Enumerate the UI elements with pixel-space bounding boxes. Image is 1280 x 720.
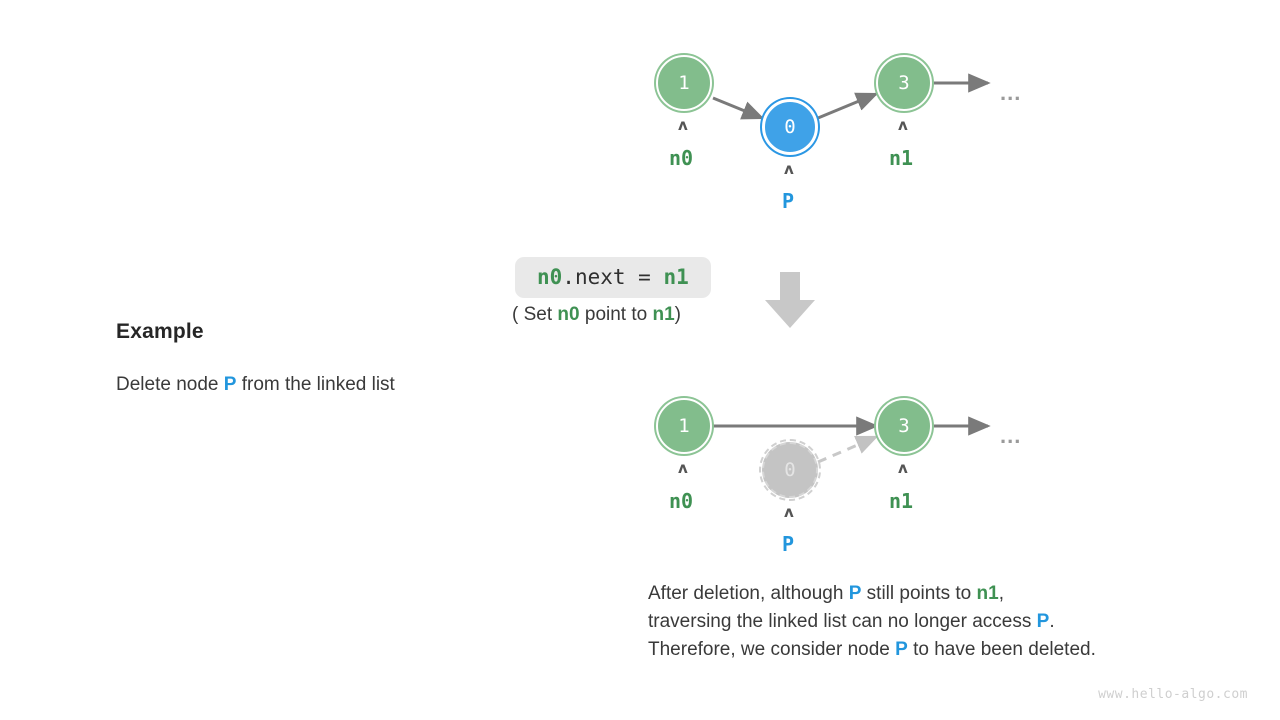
- caret-n1-before: ʌ: [898, 116, 908, 134]
- node-value: 0: [784, 459, 796, 481]
- node-value: 3: [898, 415, 910, 437]
- node-value-3-after[interactable]: 3: [876, 398, 932, 454]
- example-block: Example Delete node P from the linked li…: [116, 320, 536, 396]
- conclusion-line-3: Therefore, we consider node P to have be…: [648, 636, 1096, 664]
- pointer-label-n0-before: n0: [669, 146, 694, 170]
- pointer-label-n0-after: n0: [669, 489, 694, 513]
- code-token-n1: n1: [663, 265, 689, 289]
- line1-b: still points to: [861, 583, 977, 604]
- line1-pointer-p: P: [848, 583, 862, 604]
- caption-open: ( Set: [512, 304, 558, 325]
- node-value: 0: [784, 116, 796, 138]
- line2-b: .: [1049, 611, 1055, 632]
- node-value-0-before[interactable]: 0: [762, 99, 818, 155]
- arrow-p-stale-to-n1: [817, 435, 879, 464]
- pointer-label-n1-after: n1: [889, 489, 914, 513]
- caption-mid: point to: [579, 304, 653, 325]
- watermark: www.hello-algo.com: [1098, 687, 1248, 702]
- deleted-node-dashed-ring: [759, 439, 821, 501]
- arrow-n0-to-p: [712, 96, 765, 120]
- instruction-prefix: Delete node: [116, 374, 224, 395]
- caret-p-before: ʌ: [784, 160, 794, 178]
- caret-p-after: ʌ: [784, 503, 794, 521]
- operation-caption: ( Set n0 point to n1): [512, 304, 681, 326]
- line3-pointer-p: P: [895, 639, 908, 660]
- arrow-p-to-n1: [817, 92, 879, 120]
- code-token-next: .next =: [562, 265, 664, 289]
- page-title: Example: [116, 320, 204, 343]
- line3-a: Therefore, we consider node: [648, 639, 896, 660]
- conclusion-text: After deletion, although P still points …: [648, 580, 1096, 664]
- node-value-1-after[interactable]: 1: [656, 398, 712, 454]
- line1-pointer-n1: n1: [976, 583, 999, 604]
- line1-a: After deletion, although: [648, 583, 849, 604]
- caret-n0-before: ʌ: [678, 116, 688, 134]
- code-token-n0: n0: [537, 265, 563, 289]
- down-arrow-icon: [765, 272, 815, 328]
- instruction-suffix: from the linked list: [236, 374, 395, 395]
- line1-c: ,: [998, 583, 1004, 604]
- pointer-label-n1-before: n1: [889, 146, 914, 170]
- node-value-3-before[interactable]: 3: [876, 55, 932, 111]
- instruction-pointer-p: P: [223, 374, 237, 395]
- caption-close: ): [674, 304, 681, 325]
- pointer-label-p-before: P: [782, 189, 795, 213]
- caret-n1-after: ʌ: [898, 459, 908, 477]
- caption-token-n0: n0: [557, 304, 580, 325]
- caption-token-n1: n1: [652, 304, 675, 325]
- line2-pointer-p: P: [1036, 611, 1050, 632]
- conclusion-line-2: traversing the linked list can no longer…: [648, 608, 1096, 636]
- node-value: 3: [898, 72, 910, 94]
- node-value-1-before[interactable]: 1: [656, 55, 712, 111]
- conclusion-line-1: After deletion, although P still points …: [648, 580, 1096, 608]
- pointer-label-p-after: P: [782, 532, 795, 556]
- node-value: 1: [678, 72, 690, 94]
- node-value-0-deleted[interactable]: 0: [762, 442, 818, 498]
- line2-a: traversing the linked list can no longer…: [648, 611, 1037, 632]
- operation-code: n0.next = n1: [515, 257, 711, 298]
- example-instruction: Delete node P from the linked list: [116, 374, 536, 396]
- node-value: 1: [678, 415, 690, 437]
- line3-b: to have been deleted.: [907, 639, 1096, 660]
- tail-ellipsis-after: ...: [1000, 423, 1022, 448]
- tail-ellipsis-before: ...: [1000, 80, 1022, 105]
- caret-n0-after: ʌ: [678, 459, 688, 477]
